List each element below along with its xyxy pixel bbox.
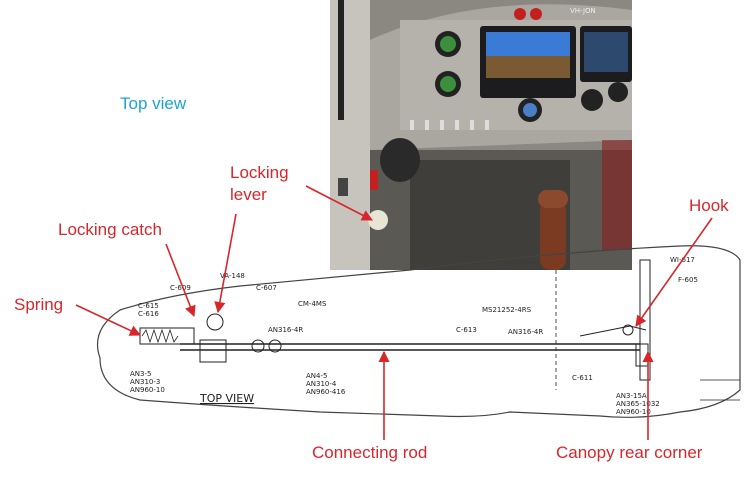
cockpit-photo: VH-JON [330,0,632,270]
callout-text: C-615 [138,302,159,310]
spring-label: Spring [14,295,64,314]
hook-label: Hook [689,196,729,215]
callout-text: C-609 [170,284,191,292]
spring-arrow [75,304,142,336]
fuselage-outline [96,245,741,418]
callout-text: AN960-10 [130,386,165,394]
callout-text: AN310-3 [130,378,160,386]
callout-text: AN3-15A [616,392,647,400]
locking-catch-arrow [165,243,196,318]
callout-text: AN3-5 [130,370,151,378]
top-view-drawing: C-609 VA-148 C-607 C-613 C-616 CM-4MS AN… [96,245,741,418]
callout-text: CM-4MS [298,300,327,308]
callout-text: C-613 [456,326,477,334]
locking-lever-pivot [206,313,224,331]
callout-text: F-605 [678,276,698,284]
callout-text: AN960-416 [306,388,346,396]
callout-text: VA-148 [220,272,245,280]
top-view-label: Top view [120,94,187,113]
callout-text: AN310-4 [306,380,337,388]
canopy-rear-corner-label: Canopy rear corner [556,443,703,462]
hook-drawing [622,324,634,336]
callout-text: AN316-4R [508,328,543,336]
callout-text: AN960-10 [616,408,651,416]
spring-drawing [139,327,195,345]
callout-text: AN365-1032 [616,400,660,408]
hook-arrow [635,217,713,327]
callout-text: AN4-5 [306,372,327,380]
callout-text: MS21252-4RS [482,306,532,314]
callout-text: C-611 [572,374,593,382]
locking-lever-arrow-photo [305,185,373,221]
locking-lever-label: Locking lever [230,163,289,204]
registration-plate: VH-JON [570,7,596,15]
connecting-rod-label: Connecting rod [312,443,428,462]
cockpit-photo-graphic: VH-JON [330,0,632,270]
locking-catch-label: Locking catch [58,220,162,239]
callout-text: C-607 [256,284,277,292]
locking-lever-arrow-drawing [214,213,237,314]
part-callouts: C-609 VA-148 C-607 C-613 C-616 CM-4MS AN… [130,256,698,416]
drawing-title: TOP VIEW [199,392,254,405]
callout-text: AN316-4R [268,326,303,334]
callout-text: C-616 [138,310,159,318]
